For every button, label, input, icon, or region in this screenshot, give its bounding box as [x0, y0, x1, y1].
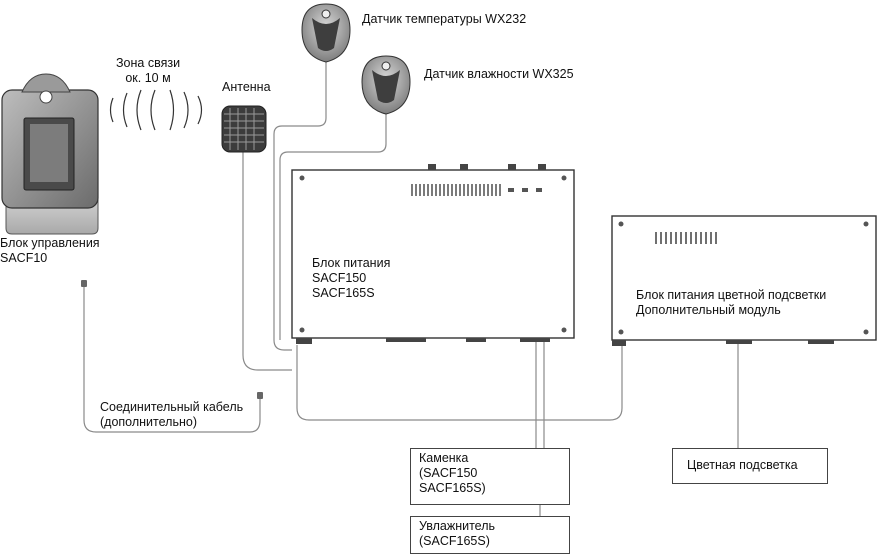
comm-zone-label: Зона связи ок. 10 м	[116, 56, 181, 85]
control-unit-icon	[1, 73, 99, 235]
humidity-sensor-icon	[361, 55, 411, 115]
control-unit-label: Блок управления SACF10	[0, 236, 100, 265]
temp-sensor-label: Датчик температуры WX232	[362, 12, 527, 26]
temp-sensor-cable	[273, 60, 327, 351]
humidity-sensor-label: Датчик влажности WX325	[424, 67, 574, 81]
antenna-icon	[221, 105, 267, 153]
humidifier-box: Увлажнитель (SACF165S)	[410, 516, 570, 554]
light-power-unit-label: Блок питания цветной подсветки Дополните…	[636, 288, 827, 317]
humidity-sensor-cable	[279, 110, 387, 340]
power-unit-label: Блок питания SACF150 SACF165S	[312, 256, 391, 300]
color-light-box: Цветная подсветка	[672, 448, 828, 484]
connection-lines	[83, 60, 739, 516]
antenna-cable	[242, 152, 292, 371]
light-power-unit-box	[611, 215, 877, 346]
control-cable	[83, 285, 261, 433]
wifi-waves-icon	[109, 89, 203, 131]
heater-box: Каменка (SACF150 SACF165S)	[410, 448, 570, 505]
cable-connectors	[81, 280, 263, 399]
power-unit-box	[291, 164, 575, 344]
temperature-sensor-icon	[301, 3, 351, 63]
cable-label: Соединительный кабель (дополнительно)	[100, 400, 244, 429]
light-bus-cable	[296, 343, 623, 421]
antenna-label: Антенна	[222, 80, 271, 94]
